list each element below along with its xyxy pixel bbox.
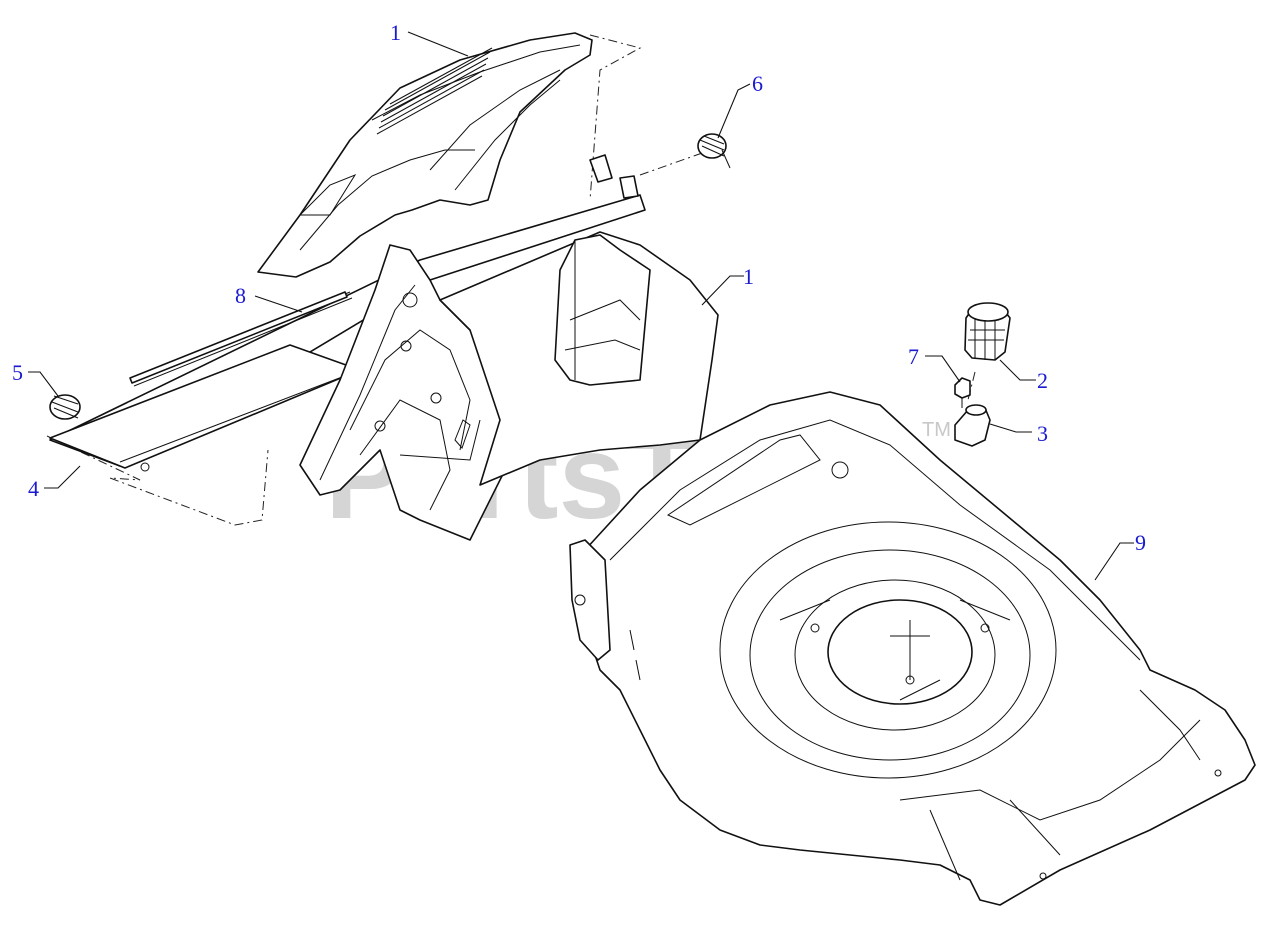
torsion-spring-right[interactable] xyxy=(697,133,731,169)
callout-labels: 1 1 2 3 4 5 6 7 8 9 xyxy=(12,20,1146,555)
torsion-spring-left[interactable] xyxy=(49,394,81,420)
callout-5: 5 xyxy=(12,360,23,385)
callout-2: 2 xyxy=(1037,368,1048,393)
leader-lines xyxy=(28,31,1134,581)
rear-baffle[interactable] xyxy=(439,231,719,486)
mower-deck[interactable] xyxy=(569,391,1256,906)
flap-ribbed-grip xyxy=(376,47,493,135)
callout-1-middle: 1 xyxy=(743,264,754,289)
hinge-rod[interactable] xyxy=(129,291,348,384)
callout-4: 4 xyxy=(28,476,39,501)
height-adjust-knob[interactable] xyxy=(964,302,1011,361)
callout-9: 9 xyxy=(1135,530,1146,555)
callout-6: 6 xyxy=(752,71,763,96)
callout-8: 8 xyxy=(235,283,246,308)
rear-flap-cover[interactable] xyxy=(257,32,593,278)
screw[interactable] xyxy=(954,377,971,408)
callout-3: 3 xyxy=(1037,421,1048,446)
adjuster-base[interactable] xyxy=(954,404,991,447)
callout-1-top: 1 xyxy=(390,20,401,45)
callout-7: 7 xyxy=(908,344,919,369)
watermark-trademark: TM xyxy=(922,419,951,441)
